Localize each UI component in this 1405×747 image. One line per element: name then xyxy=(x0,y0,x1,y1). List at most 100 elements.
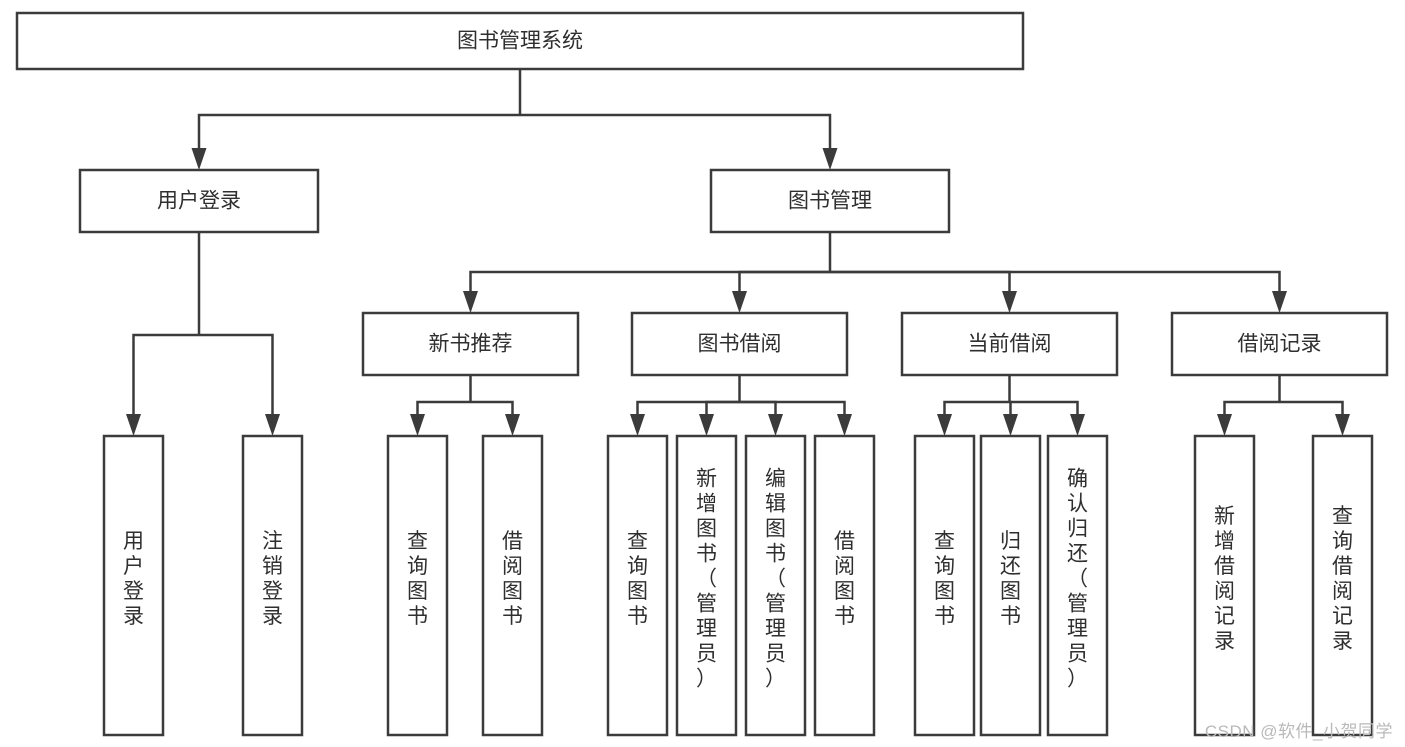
node-box[interactable] xyxy=(102,434,165,737)
node-box[interactable] xyxy=(744,434,807,737)
node-label: 图书借阅 xyxy=(698,333,782,356)
node-layer: 图书管理系统用户登录图书管理新书推荐图书借阅当前借阅借阅记录用户登录注销登录查询… xyxy=(15,11,1389,737)
node-box[interactable] xyxy=(386,434,449,737)
arrow-head-icon xyxy=(1272,291,1287,313)
node-leaf-nb-borrow[interactable]: 借阅图书 xyxy=(481,434,544,737)
connector-path xyxy=(739,400,846,414)
node-box[interactable] xyxy=(1311,434,1374,737)
node-label: 查询图书 xyxy=(627,530,648,628)
arrow-head-icon xyxy=(768,414,783,436)
arrow-head-icon xyxy=(1070,414,1085,436)
connector-path xyxy=(469,270,830,291)
connector-path xyxy=(416,400,471,414)
connector-l1_book_mgmt-to-l2_current xyxy=(830,270,1017,313)
node-label: 用户登录 xyxy=(123,530,144,628)
node-box[interactable] xyxy=(675,434,738,737)
node-box[interactable] xyxy=(709,168,951,234)
node-label: 当前借阅 xyxy=(968,333,1052,356)
node-leaf-bb-query[interactable]: 查询图书 xyxy=(606,434,669,737)
arrow-head-icon xyxy=(191,148,207,170)
connector-path xyxy=(1009,400,1079,414)
node-leaf-user-login[interactable]: 用户登录 xyxy=(102,434,165,737)
node-label: 借阅记录 xyxy=(1238,333,1322,356)
node-box[interactable] xyxy=(630,311,849,377)
node-box[interactable] xyxy=(241,434,304,737)
connector-l1_book_mgmt-to-l2_borrow xyxy=(732,270,830,313)
watermark-label: CSDN @软件_小贺同学 xyxy=(1204,722,1393,741)
node-leaf-bb-edit[interactable]: 编辑图书（管理员） xyxy=(744,434,807,737)
connector-l2_borrow-to-leaf_bb_edit xyxy=(739,400,783,436)
connector-path xyxy=(739,400,777,414)
connector-l2_borrow-to-leaf_bb_add xyxy=(699,400,740,436)
arrow-head-icon xyxy=(1002,291,1017,313)
node-box[interactable] xyxy=(900,311,1119,377)
node-l2-new-book[interactable]: 新书推荐 xyxy=(361,311,580,377)
connector-path xyxy=(830,270,1281,291)
arrow-head-icon xyxy=(1335,414,1350,436)
connector-path xyxy=(197,113,520,148)
node-label: 新书推荐 xyxy=(429,333,513,356)
node-root[interactable]: 图书管理系统 xyxy=(15,11,1025,71)
connector-layer xyxy=(126,69,1350,436)
connector-root-to-l1_book_mgmt xyxy=(520,113,838,170)
node-box[interactable] xyxy=(361,311,580,377)
connector-l1_book_mgmt-to-l2_new_book xyxy=(463,270,830,313)
node-box[interactable] xyxy=(606,434,669,737)
node-leaf-rec-add[interactable]: 新增借阅记录 xyxy=(1193,434,1256,737)
node-leaf-cb-return[interactable]: 归还图书 xyxy=(979,434,1042,737)
node-leaf-user-logout[interactable]: 注销登录 xyxy=(241,434,304,737)
arrow-head-icon xyxy=(822,148,838,170)
node-box[interactable] xyxy=(813,434,876,737)
arrow-head-icon xyxy=(837,414,852,436)
connector-path xyxy=(132,333,199,414)
connector-path xyxy=(520,113,832,148)
node-label: 编辑图书（管理员） xyxy=(765,468,786,691)
connector-path xyxy=(943,400,1010,414)
connector-path xyxy=(470,400,514,414)
arrow-head-icon xyxy=(1217,414,1232,436)
node-l2-current[interactable]: 当前借阅 xyxy=(900,311,1119,377)
arrow-head-icon xyxy=(265,414,280,436)
node-label: 借阅图书 xyxy=(502,530,523,628)
connector-path xyxy=(1009,400,1012,414)
node-box[interactable] xyxy=(78,168,320,234)
node-label: 查询图书 xyxy=(407,530,428,628)
arrow-head-icon xyxy=(699,414,714,436)
node-label: 注销登录 xyxy=(262,530,283,628)
node-leaf-bb-add[interactable]: 新增图书（管理员） xyxy=(675,434,738,737)
node-leaf-bb-borrow[interactable]: 借阅图书 xyxy=(813,434,876,737)
node-box[interactable] xyxy=(979,434,1042,737)
node-label: 用户登录 xyxy=(157,190,241,213)
node-l2-record[interactable]: 借阅记录 xyxy=(1170,311,1389,377)
arrow-head-icon xyxy=(463,291,478,313)
connector-l2_borrow-to-leaf_bb_query xyxy=(630,400,740,436)
node-l2-borrow[interactable]: 图书借阅 xyxy=(630,311,849,377)
node-box[interactable] xyxy=(1170,311,1389,377)
connector-l1_book_mgmt-to-l2_record xyxy=(830,270,1287,313)
connector-l2_current-to-leaf_cb_return xyxy=(1003,400,1018,436)
connector-l2_new_book-to-leaf_nb_query xyxy=(410,400,471,436)
node-box[interactable] xyxy=(1193,434,1256,737)
node-leaf-nb-query[interactable]: 查询图书 xyxy=(386,434,449,737)
connector-path xyxy=(738,270,830,291)
arrow-head-icon xyxy=(1003,414,1018,436)
connector-l1_user_login-to-leaf_user_login xyxy=(126,333,199,436)
node-box[interactable] xyxy=(1046,434,1109,737)
node-box[interactable] xyxy=(481,434,544,737)
arrow-head-icon xyxy=(126,414,141,436)
connector-l2_current-to-leaf_cb_confirm xyxy=(1009,400,1085,436)
node-leaf-cb-query[interactable]: 查询图书 xyxy=(913,434,976,737)
connector-root-to-l1_user_login xyxy=(191,113,520,170)
node-box[interactable] xyxy=(913,434,976,737)
node-l1-book-mgmt[interactable]: 图书管理 xyxy=(709,168,951,234)
node-l1-user-login[interactable]: 用户登录 xyxy=(78,168,320,234)
connector-l1_user_login-to-leaf_user_logout xyxy=(199,333,280,436)
node-leaf-cb-confirm[interactable]: 确认归还（管理员） xyxy=(1046,434,1109,737)
arrow-head-icon xyxy=(410,414,425,436)
node-box[interactable] xyxy=(15,11,1025,71)
node-leaf-rec-query[interactable]: 查询借阅记录 xyxy=(1311,434,1374,737)
connector-path xyxy=(830,270,1011,291)
connector-l2_borrow-to-leaf_bb_borrow xyxy=(739,400,852,436)
connector-path xyxy=(705,400,740,414)
